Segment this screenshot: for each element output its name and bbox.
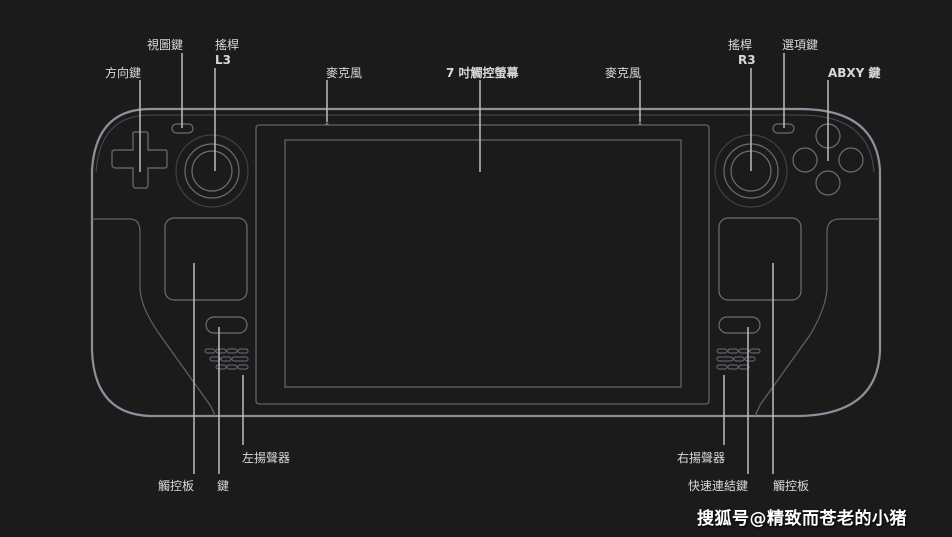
quick-access-button-icon xyxy=(718,316,761,334)
screen-frame xyxy=(255,122,710,405)
speaker-right-grille xyxy=(716,348,761,370)
steam-button-icon xyxy=(205,316,248,334)
label-stick-left-l3: L3 xyxy=(215,53,231,67)
stick-left-ring xyxy=(184,143,240,199)
label-trackpad-left: 觸控板 xyxy=(158,479,195,493)
left-controls xyxy=(111,123,249,370)
watermark: 搜狐号@精致而苍老的小猪 xyxy=(697,509,907,529)
button-x-icon xyxy=(792,147,818,173)
label-quick-access: 快速連結鍵 xyxy=(688,479,749,493)
label-speaker-right: 右揚聲器 xyxy=(677,451,726,465)
label-view-button: 視圖鍵 xyxy=(147,38,184,52)
label-screen: 7 吋觸控螢幕 xyxy=(446,66,519,80)
trackpad-left-icon xyxy=(164,217,248,301)
speaker-left-grille xyxy=(204,348,249,370)
stick-left-outer-ring xyxy=(175,134,249,208)
console-body-outline xyxy=(90,107,882,418)
button-a-icon xyxy=(815,170,841,196)
dpad-icon xyxy=(111,131,168,189)
label-steam-button: 鍵 xyxy=(217,479,230,493)
mic-right-dot xyxy=(638,122,642,126)
mic-left-dot xyxy=(325,122,329,126)
button-b-icon xyxy=(838,147,864,173)
label-stick-right: 搖桿 xyxy=(728,38,753,52)
label-stick-right-r3: R3 xyxy=(738,53,756,67)
leader-lines xyxy=(139,53,829,474)
label-mic-left: 麥克風 xyxy=(326,66,363,80)
label-stick-left: 搖桿 xyxy=(215,38,240,52)
label-dpad: 方向鍵 xyxy=(105,66,142,80)
label-menu-button: 選項鍵 xyxy=(782,38,819,52)
label-speaker-left: 左揚聲器 xyxy=(242,451,291,465)
label-mic-right: 麥克風 xyxy=(605,66,642,80)
stick-left-cap xyxy=(191,150,233,192)
label-trackpad-right: 觸控板 xyxy=(773,479,810,493)
right-controls xyxy=(714,123,864,370)
label-abxy: ABXY 鍵 xyxy=(828,66,881,80)
trackpad-right-icon xyxy=(718,217,802,301)
